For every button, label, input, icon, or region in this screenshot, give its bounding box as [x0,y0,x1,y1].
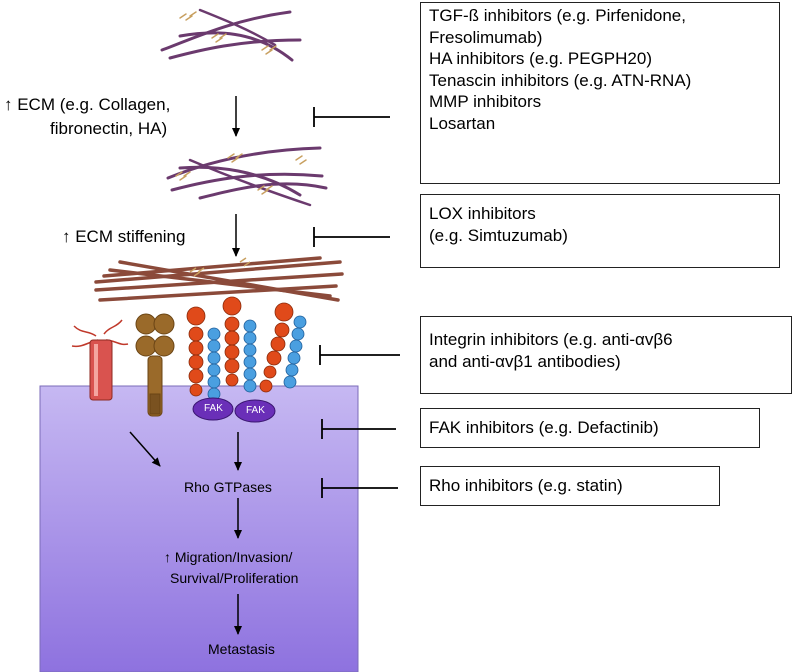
box-line: HA inhibitors (e.g. PEGPH20) [429,49,652,68]
fak-left-shape [192,397,234,421]
box-line: Rho inhibitors (e.g. statin) [429,476,623,495]
ecm-stiffening-label: ↑ ECM stiffening [62,227,186,246]
box-rho-inhibitors: Rho inhibitors (e.g. statin) [420,466,720,506]
receptor-transmembrane [71,319,129,401]
receptor-dimer [135,313,175,417]
inhibition-lines [313,107,400,498]
ecm-fibers-dense [166,146,328,207]
flow-arrows [129,96,242,635]
ecm-label-line1: ↑ ECM (e.g. Collagen, [4,95,171,114]
box-line: Losartan [429,113,496,133]
box-line: (e.g. Simtuzumab) [429,225,568,245]
box-line: TGF-ß inhibitors (e.g. Pirfenidone, [429,6,686,25]
box-line: LOX inhibitors [429,204,536,223]
ecm-label-line2: fibronectin, HA) [50,119,168,138]
fak-left-label: FAK [204,403,223,414]
outcome-label-line2: Survival/Proliferation [170,570,299,586]
box-line: Tenascin inhibitors (e.g. ATN-RNA) [429,70,692,90]
box-line: MMP inhibitors [429,92,542,111]
metastasis-label: Metastasis [208,641,275,657]
fak-right-shape [234,399,276,423]
box-integrin-inhibitors: Integrin inhibitors (e.g. anti-αvβ6 and … [420,316,792,394]
outcome-label-line1: ↑ Migration/Invasion/ [164,549,293,565]
fak-right-label: FAK [246,405,265,416]
box-line: and anti-αvβ1 antibodies) [429,351,621,371]
box-line: FAK inhibitors (e.g. Defactinib) [429,418,659,437]
ecm-fibers-loose [160,8,302,62]
cell-body [39,385,359,672]
rho-gtpases-label: Rho GTPases [184,479,272,495]
box-lox-inhibitors: LOX inhibitors (e.g. Simtuzumab) [420,194,780,268]
box-fak-inhibitors: FAK inhibitors (e.g. Defactinib) [420,408,760,448]
integrins [186,296,307,401]
ecm-crosslinks [189,257,251,277]
box-line: Fresolimumab) [429,27,543,47]
ecm-fibers-stiff [94,256,344,302]
box-ecm-inhibitors: TGF-ß inhibitors (e.g. Pirfenidone, Fres… [420,2,780,184]
box-line: Integrin inhibitors (e.g. anti-αvβ6 [429,330,673,349]
